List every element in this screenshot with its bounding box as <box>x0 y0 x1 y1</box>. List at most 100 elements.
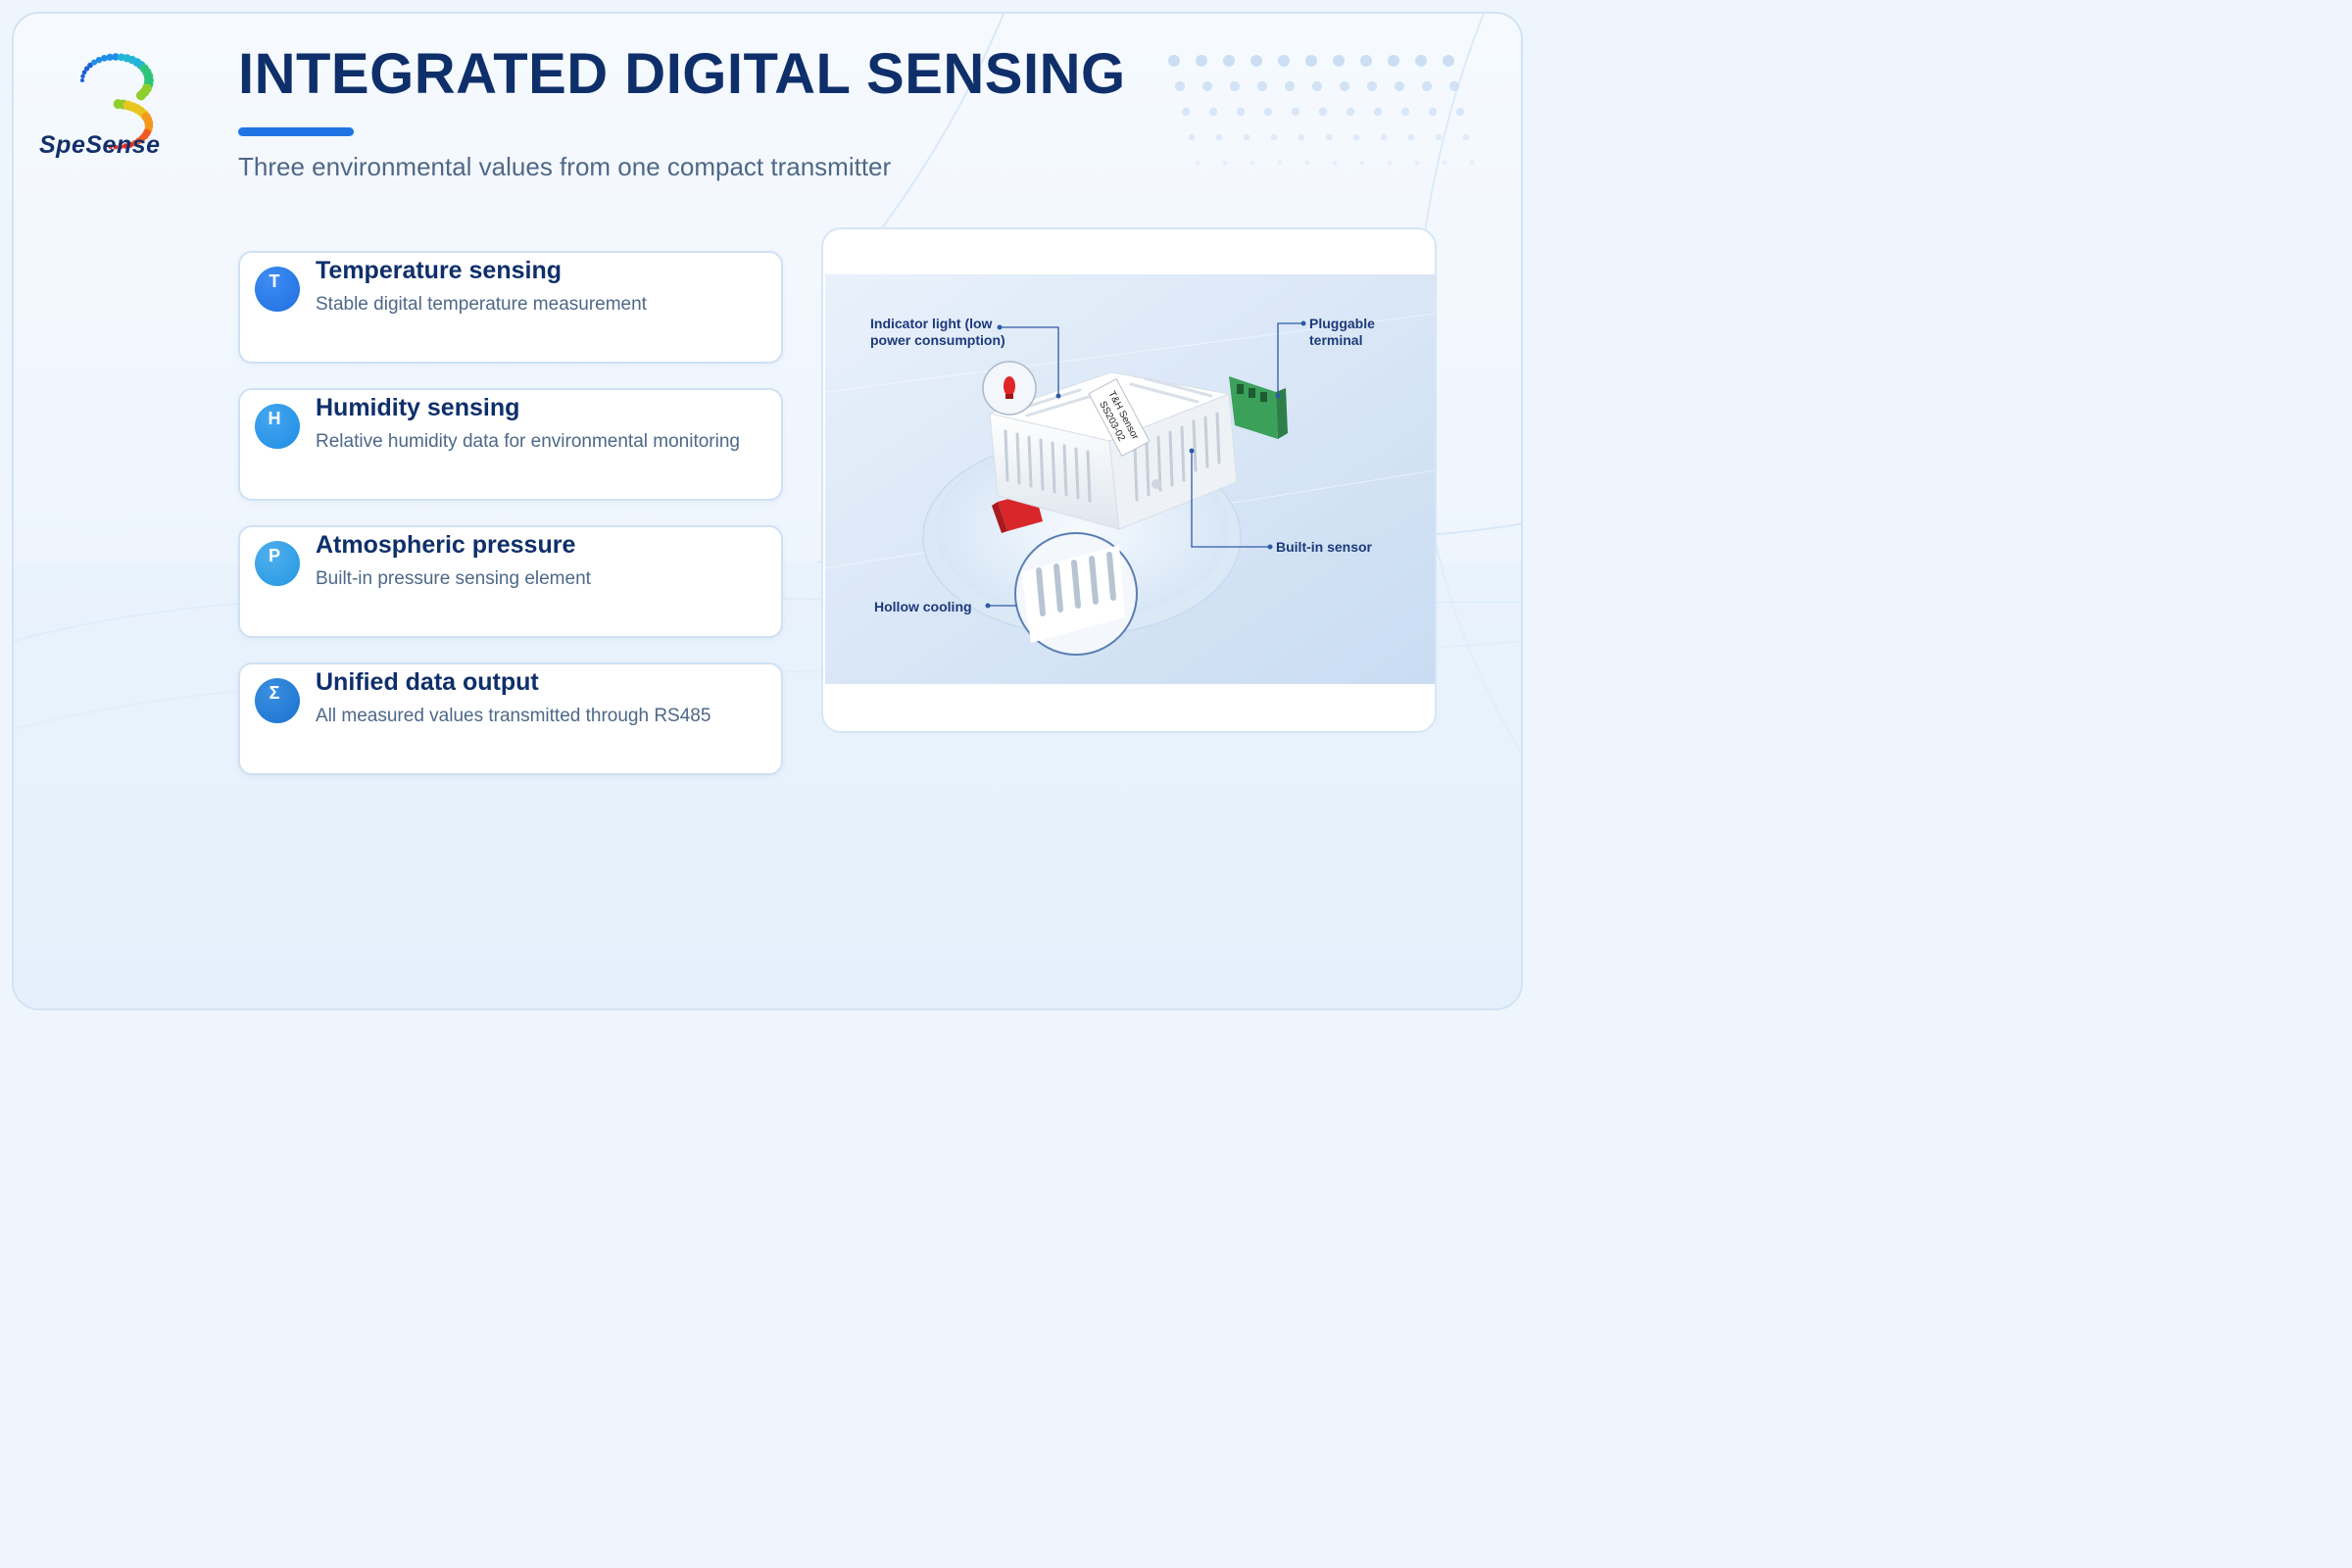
logo-dot <box>87 62 93 69</box>
feature-card-data-output: Σ Unified data output All measured value… <box>238 662 783 775</box>
decorative-dot <box>1168 55 1180 67</box>
temperature-badge-icon: T <box>255 267 300 312</box>
decorative-dot <box>1270 133 1278 141</box>
decorative-dot <box>1291 107 1300 117</box>
decorative-dot <box>1304 160 1310 166</box>
callout-built-in-sensor: Built-in sensor <box>1276 539 1373 555</box>
decorative-dot <box>1414 160 1420 166</box>
decorative-dot <box>1373 107 1383 117</box>
feature-description: Built-in pressure sensing element <box>316 568 591 589</box>
feature-card-pressure: P Atmospheric pressure Built-in pressure… <box>238 525 783 638</box>
decorative-dot-grid <box>1168 55 1475 166</box>
decorative-dot <box>1195 160 1200 166</box>
callout-indicator-light: Indicator light (low power consumption) <box>870 316 1005 348</box>
decorative-dot <box>1263 107 1273 117</box>
decorative-dot <box>1421 80 1433 92</box>
decorative-dot <box>1435 133 1443 141</box>
decorative-dot <box>1394 80 1405 92</box>
decorative-dot <box>1469 160 1475 166</box>
decorative-dot <box>1256 80 1268 92</box>
decorative-dot <box>1400 107 1410 117</box>
sensor-product-illustration: T&H Sensor SS203-02 <box>825 274 1435 684</box>
logo-dot <box>108 144 113 149</box>
decorative-dot <box>1462 133 1470 141</box>
feature-title: Atmospheric pressure <box>316 531 576 559</box>
feature-title: Humidity sensing <box>316 394 520 421</box>
decorative-dot <box>1284 80 1296 92</box>
decorative-dot <box>1181 107 1191 117</box>
decorative-dot <box>1250 160 1255 166</box>
decorative-dot <box>1222 160 1228 166</box>
decorative-dot <box>1208 107 1218 117</box>
decorative-dot <box>1455 107 1465 117</box>
decorative-dot <box>1277 160 1283 166</box>
sigma-badge-icon: Σ <box>255 678 300 723</box>
decorative-dot <box>1311 80 1323 92</box>
decorative-dot <box>1407 133 1415 141</box>
page-subtitle: Three environmental values from one comp… <box>238 152 892 181</box>
product-image-card: T&H Sensor SS203-02 <box>821 227 1437 733</box>
title-underline <box>238 127 354 136</box>
decorative-dot <box>1305 55 1317 67</box>
decorative-dot <box>1360 55 1372 67</box>
decorative-dot <box>1428 107 1438 117</box>
decorative-dot <box>1243 133 1250 141</box>
decorative-dot <box>1215 133 1223 141</box>
logo-dot <box>81 70 87 75</box>
decorative-dot <box>1318 107 1328 117</box>
brand-name: SpeSense <box>39 131 161 159</box>
pressure-badge-icon: P <box>255 541 300 586</box>
logo-dot <box>91 59 98 66</box>
logo-dot <box>84 66 90 72</box>
decorative-dot <box>1443 55 1454 67</box>
decorative-dot <box>1223 55 1235 67</box>
feature-card-temperature: T Temperature sensing Stable digital tem… <box>238 251 783 364</box>
logo-dot <box>80 78 84 82</box>
logo-dot <box>103 143 108 148</box>
decorative-dot <box>1387 160 1393 166</box>
decorative-dot <box>1333 55 1345 67</box>
decorative-dot <box>1174 80 1186 92</box>
feature-list: T Temperature sensing Stable digital tem… <box>238 251 783 800</box>
decorative-dot <box>1229 80 1241 92</box>
humidity-badge-icon: H <box>255 404 300 449</box>
feature-description: Stable digital temperature measurement <box>316 294 647 315</box>
logo-dot <box>106 53 114 61</box>
decorative-dot <box>1188 133 1196 141</box>
logo-dot <box>101 55 108 62</box>
page-title: INTEGRATED DIGITAL SENSING <box>238 42 1126 106</box>
callout-pluggable-terminal: Pluggable terminal <box>1309 316 1375 348</box>
spesense-logo-icon <box>80 53 154 150</box>
decorative-dot <box>1380 133 1388 141</box>
decorative-dot <box>1448 80 1460 92</box>
feature-description: All measured values transmitted through … <box>316 706 711 726</box>
decorative-dot <box>1278 55 1290 67</box>
decorative-dot <box>1201 80 1213 92</box>
decorative-dot <box>1415 55 1427 67</box>
logo-dot <box>136 90 146 101</box>
feature-description: Relative humidity data for environmental… <box>316 431 740 452</box>
logo-dot <box>126 141 133 148</box>
logo-dot <box>118 144 123 150</box>
callout-hollow-cooling: Hollow cooling <box>874 599 972 614</box>
slide: SpeSense INTEGRATED DIGITAL SENSING Thre… <box>12 12 1523 1010</box>
decorative-dot <box>1339 80 1350 92</box>
decorative-dot <box>1442 160 1447 166</box>
feature-title: Temperature sensing <box>316 257 563 284</box>
decorative-dot <box>1388 55 1399 67</box>
decorative-dot <box>1332 160 1338 166</box>
logo-dot <box>122 143 128 149</box>
decorative-dot <box>1250 55 1262 67</box>
decorative-dot <box>1346 107 1355 117</box>
decorative-dot <box>1359 160 1365 166</box>
logo-dot <box>95 57 103 64</box>
decorative-dot <box>1366 80 1378 92</box>
decorative-dot <box>1325 133 1333 141</box>
logo-dot <box>113 144 119 150</box>
decorative-dot <box>1298 133 1305 141</box>
logo-dot <box>112 53 120 61</box>
feature-title: Unified data output <box>316 668 539 696</box>
decorative-dot <box>1352 133 1360 141</box>
decorative-dot <box>1236 107 1246 117</box>
feature-card-humidity: H Humidity sensing Relative humidity dat… <box>238 388 783 501</box>
